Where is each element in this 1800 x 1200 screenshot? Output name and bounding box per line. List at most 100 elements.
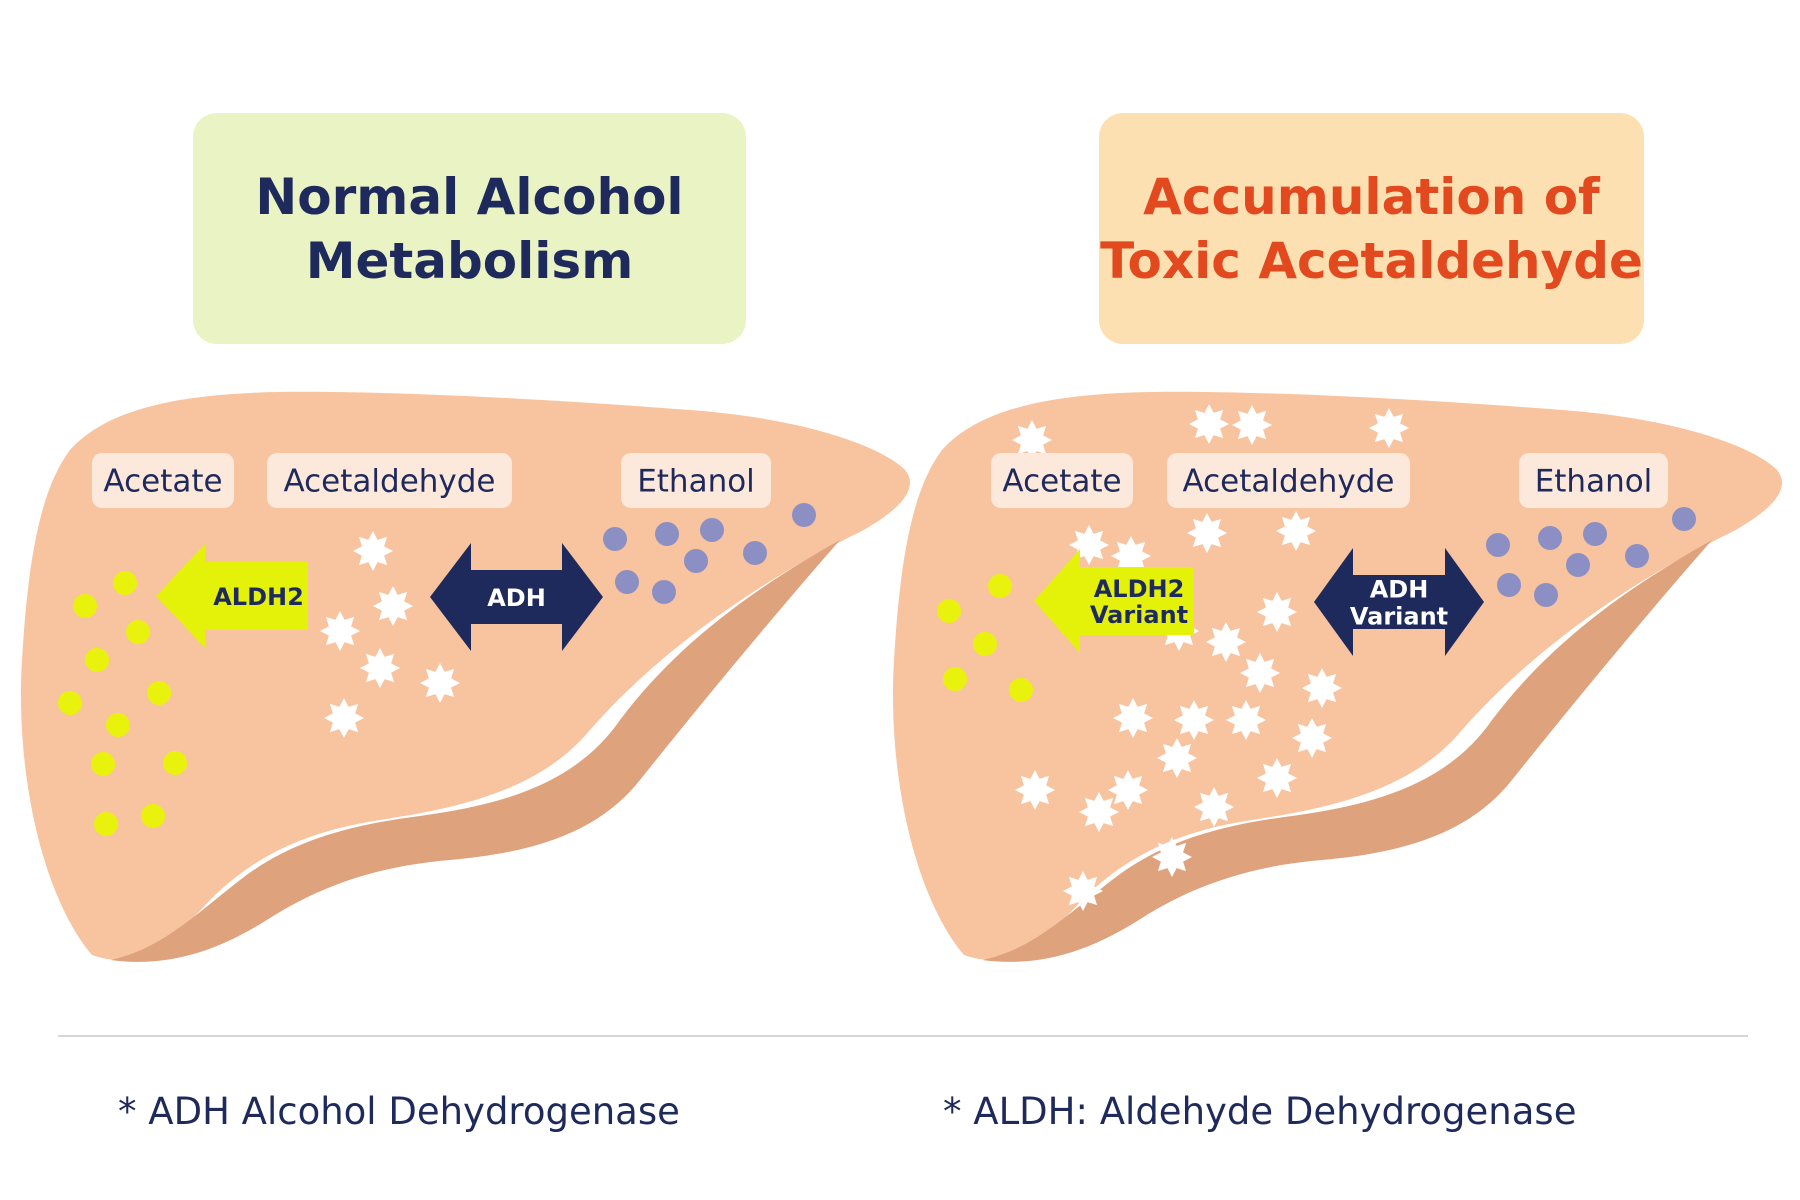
- acetaldehyde-star: [1152, 837, 1192, 877]
- ethanol-dot: [1625, 544, 1649, 568]
- acetate-dot: [1009, 678, 1033, 702]
- title-line: Metabolism: [305, 231, 634, 290]
- label-acetate: Acetate: [92, 453, 234, 508]
- ethanol-dot: [615, 570, 639, 594]
- adh-arrow-label: Variant: [1350, 603, 1448, 631]
- acetaldehyde-star: [1240, 653, 1280, 693]
- acetaldehyde-star: [324, 698, 364, 738]
- acetate-dot: [943, 667, 967, 691]
- acetate-dot: [141, 804, 165, 828]
- acetate-dot: [163, 751, 187, 775]
- acetaldehyde-star: [360, 648, 400, 688]
- acetate-dot: [113, 571, 137, 595]
- acetate-dot: [85, 648, 109, 672]
- label-background: [621, 453, 771, 508]
- title-normal-alcohol-metabolism: Normal Alcohol Metabolism: [193, 113, 746, 344]
- acetate-dot: [73, 594, 97, 618]
- acetate-dot: [147, 681, 171, 705]
- label-text: Acetate: [103, 464, 222, 500]
- label-text: Acetaldehyde: [1182, 464, 1394, 500]
- acetaldehyde-star: [1276, 511, 1316, 551]
- acetaldehyde-star: [1079, 792, 1119, 832]
- acetate-dot: [988, 574, 1012, 598]
- adh-arrow-label: ADH: [1370, 576, 1429, 604]
- label-acetaldehyde: Acetaldehyde: [1167, 453, 1410, 508]
- ethanol-dot: [743, 541, 767, 565]
- label-background: [991, 453, 1133, 508]
- acetate-dot: [106, 713, 130, 737]
- aldh2-arrow-label: ALDH2: [1094, 575, 1185, 603]
- acetate-dot: [94, 812, 118, 836]
- acetate-dot: [973, 632, 997, 656]
- acetaldehyde-star: [1015, 770, 1055, 810]
- acetaldehyde-star: [1189, 404, 1229, 444]
- label-background: [267, 453, 512, 508]
- ethanol-dot: [1566, 553, 1590, 577]
- acetaldehyde-star: [1292, 718, 1332, 758]
- acetaldehyde-star: [1174, 700, 1214, 740]
- acetaldehyde-star: [420, 663, 460, 703]
- acetaldehyde-star: [1232, 405, 1272, 445]
- acetaldehyde-star: [1206, 622, 1246, 662]
- acetaldehyde-star: [1257, 592, 1297, 632]
- footnote-aldh: * ALDH: Aldehyde Dehydrogenase: [943, 1090, 1577, 1133]
- label-ethanol: Ethanol: [1519, 453, 1668, 508]
- label-acetaldehyde: Acetaldehyde: [267, 453, 512, 508]
- acetaldehyde-star: [1113, 698, 1153, 738]
- acetaldehyde-star: [353, 531, 393, 571]
- aldh2-arrow-shape: [156, 544, 308, 648]
- ethanol-dot: [700, 518, 724, 542]
- ethanol-dot: [603, 527, 627, 551]
- acetaldehyde-star: [1302, 668, 1342, 708]
- aldh2-arrow-shape: [1034, 549, 1194, 653]
- title-line: Toxic Acetaldehyde: [1100, 231, 1643, 290]
- acetaldehyde-star: [1369, 408, 1409, 448]
- adh-arrow-shape: [1314, 548, 1484, 656]
- acetate-dot: [937, 599, 961, 623]
- ethanol-dot: [792, 503, 816, 527]
- acetaldehyde-star: [1108, 770, 1148, 810]
- acetaldehyde-star: [1194, 787, 1234, 827]
- title-line: Accumulation of: [1143, 167, 1600, 226]
- ethanol-dot: [1583, 522, 1607, 546]
- acetaldehyde-star: [1063, 871, 1103, 911]
- acetate-dot: [91, 752, 115, 776]
- label-background: [92, 453, 234, 508]
- acetaldehyde-star: [320, 611, 360, 651]
- divider: [58, 1035, 1748, 1037]
- adh-arrow-label: ADH: [487, 584, 546, 612]
- title-accumulation-toxic-acetaldehyde: Accumulation of Toxic Acetaldehyde: [1099, 113, 1644, 344]
- acetate-dot: [126, 620, 150, 644]
- acetaldehyde-star: [1187, 513, 1227, 553]
- title-line: Normal Alcohol: [255, 167, 684, 226]
- aldh2-arrow-label: Variant: [1090, 601, 1188, 629]
- acetaldehyde-star: [373, 586, 413, 626]
- ethanol-dot: [1534, 583, 1558, 607]
- ethanol-dot: [655, 522, 679, 546]
- label-text: Ethanol: [1535, 464, 1653, 500]
- footnote-adh: * ADH Alcohol Dehydrogenase: [118, 1090, 680, 1133]
- ethanol-dot: [1672, 507, 1696, 531]
- ethanol-dot: [1538, 526, 1562, 550]
- label-text: Acetaldehyde: [283, 464, 495, 500]
- aldh2-arrow-label: ALDH2: [213, 583, 304, 611]
- label-ethanol: Ethanol: [621, 453, 771, 508]
- acetaldehyde-star: [1257, 758, 1297, 798]
- acetaldehyde-star: [1157, 738, 1197, 778]
- label-acetate: Acetate: [991, 453, 1133, 508]
- ethanol-dot: [652, 580, 676, 604]
- adh-arrow: ADH: [430, 543, 603, 651]
- aldh2-arrow: ALDH2: [156, 544, 308, 648]
- acetate-dot: [58, 691, 82, 715]
- label-text: Ethanol: [637, 464, 755, 500]
- acetaldehyde-star: [1226, 700, 1266, 740]
- label-text: Acetate: [1002, 464, 1121, 500]
- ethanol-dot: [684, 549, 708, 573]
- adh-arrow-shape: [430, 543, 603, 651]
- ethanol-dot: [1486, 533, 1510, 557]
